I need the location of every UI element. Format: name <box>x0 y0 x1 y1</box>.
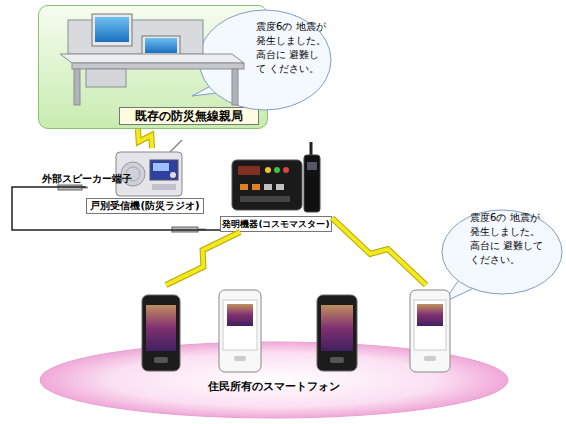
monitor-frame <box>142 36 180 56</box>
monitor-screen <box>145 38 177 53</box>
radio-display <box>153 163 169 171</box>
radio-link <box>332 218 426 285</box>
radio-antenna <box>170 140 182 152</box>
bolt-outline <box>166 232 240 285</box>
device-button <box>264 184 272 190</box>
resident-band: 住民所有のスマートフォン <box>38 285 510 419</box>
resident-band-shape <box>38 285 510 419</box>
phone-body <box>317 295 357 371</box>
bolt-outline <box>138 129 152 148</box>
phone-button <box>424 356 436 361</box>
radio-buttons <box>152 184 176 190</box>
phone-body <box>142 295 180 371</box>
plug-body <box>172 227 198 232</box>
phone-button <box>234 356 246 361</box>
band-label: 住民所有のスマートフォン <box>38 380 510 394</box>
transceiver-display <box>307 162 317 170</box>
smartphone <box>317 295 357 371</box>
device-button <box>276 184 284 190</box>
transceiver-body <box>304 155 320 212</box>
radio-link <box>166 232 240 285</box>
plug-tip <box>82 187 88 189</box>
radio-knob <box>170 172 176 178</box>
desk-leg <box>232 69 238 105</box>
cable-line <box>12 187 220 230</box>
radio-body <box>116 152 182 196</box>
desk-drawer <box>86 69 126 87</box>
desk-top <box>60 54 244 63</box>
phone-body <box>219 290 261 372</box>
speech-bubble: 震度6の 地震が 発生しました。 高台に 避難して ください。 <box>198 8 333 112</box>
bolt-outline <box>332 218 426 285</box>
transceiver-antenna <box>310 142 313 156</box>
bubble-text: 震度6の 地震が 発生しました。 高台に 避難して ください。 <box>470 211 548 267</box>
bolt-fill <box>332 218 426 285</box>
bolt-fill <box>138 129 152 148</box>
phone-screen <box>414 300 446 350</box>
radio-box: 戸別受信機(防災ラジオ) <box>86 146 204 214</box>
terminal-label: 外部スピーカー端子 <box>42 172 132 186</box>
radio-panel <box>150 160 178 180</box>
radio-speaker <box>121 162 145 186</box>
phone-button <box>154 357 168 363</box>
phone-body <box>410 290 450 372</box>
device-panel <box>240 196 290 202</box>
bubble-outline <box>442 210 562 294</box>
bubble-outline <box>199 10 331 110</box>
phone-screen <box>223 300 257 350</box>
cosmo-master-device <box>232 142 320 212</box>
audio-cable <box>12 187 220 230</box>
station-label: 既存の防災無線親局 <box>119 107 259 125</box>
bolt-fill <box>166 232 240 285</box>
device-led <box>265 167 271 173</box>
desk-leg <box>74 69 80 105</box>
radio-link <box>138 129 152 148</box>
device-led <box>283 167 289 173</box>
monitor-frame <box>92 14 132 46</box>
smartphone <box>142 295 180 371</box>
desk-edge <box>72 63 244 69</box>
device-led <box>274 167 280 173</box>
smartphone <box>410 290 450 372</box>
plug-body <box>58 185 82 190</box>
radio-label: 戸別受信機(防災ラジオ) <box>86 198 204 214</box>
phone-image <box>417 304 443 326</box>
device-box: 発明機器(コスモマスター) <box>220 148 332 232</box>
phone-image <box>227 304 253 326</box>
smartphone <box>219 290 261 372</box>
radio-receiver <box>116 140 182 196</box>
cable-plug <box>58 185 206 232</box>
phone-button <box>330 357 344 363</box>
phone-screen <box>321 305 353 351</box>
plug-tip <box>198 229 206 231</box>
console-desk <box>60 14 244 105</box>
device-display <box>238 166 260 175</box>
device-button <box>240 184 248 190</box>
device-body <box>232 160 302 210</box>
desk-hutch <box>68 20 203 54</box>
phone-screen <box>146 305 176 351</box>
device-button <box>252 184 260 190</box>
radio-speaker <box>126 167 140 181</box>
bubble-text: 震度6の 地震が 発生しました。 高台に 避難して ください。 <box>256 20 328 76</box>
speech-bubble: 震度6の 地震が 発生しました。 高台に 避難して ください。 <box>440 208 564 296</box>
monitor-screen <box>95 17 129 42</box>
device-label: 発明機器(コスモマスター) <box>220 216 332 232</box>
